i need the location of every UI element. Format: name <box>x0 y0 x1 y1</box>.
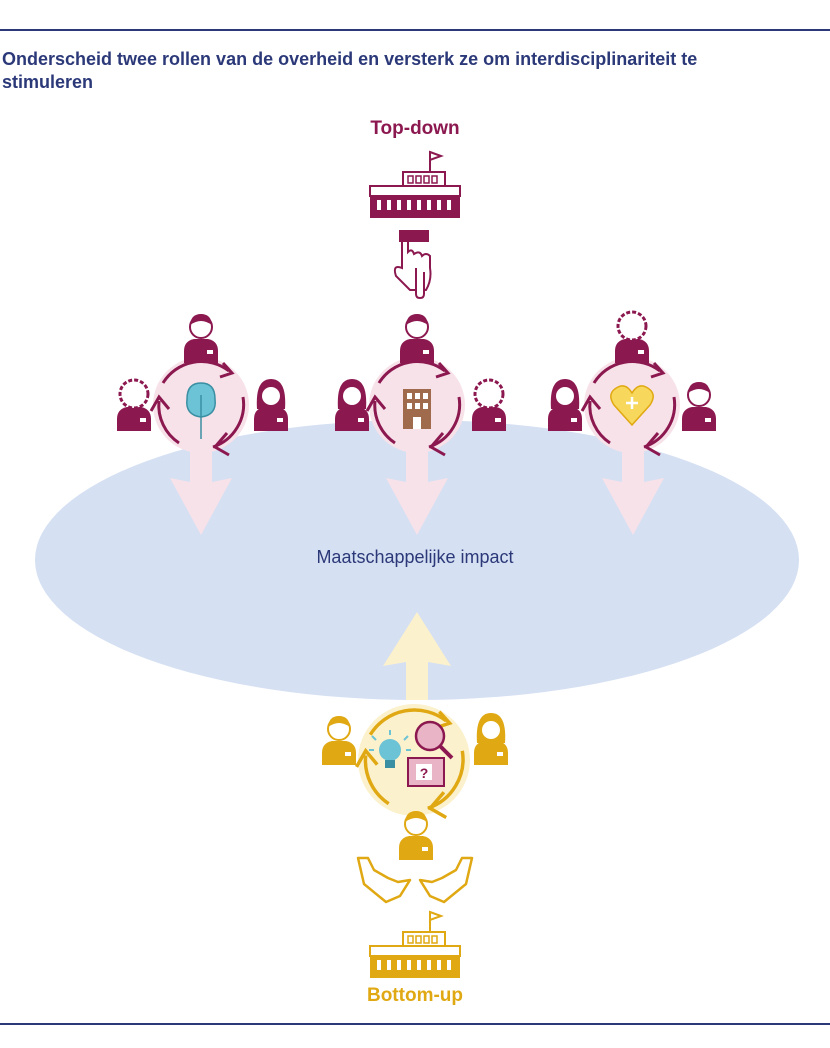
down-arrow-middle <box>386 440 448 535</box>
page-title: Onderscheid twee rollen van de overheid … <box>2 49 698 92</box>
bottom-building-icon <box>369 911 461 979</box>
cluster-organisation <box>335 313 508 457</box>
cluster-environment <box>115 313 288 457</box>
top-down-label: Top-down <box>370 118 460 139</box>
impact-ellipse <box>35 420 799 700</box>
magnifier-icon <box>414 720 454 760</box>
top-building-icon <box>369 151 461 219</box>
tree-icon <box>186 382 216 439</box>
person-icon <box>548 379 582 431</box>
heart-icon <box>610 385 654 427</box>
person-icon <box>115 378 153 433</box>
person-icon <box>474 713 508 765</box>
person-icon <box>613 310 651 365</box>
person-icon <box>321 715 357 766</box>
person-icon <box>681 381 717 432</box>
person-icon <box>399 313 435 364</box>
down-arrow-right <box>602 440 664 535</box>
office-building-icon <box>403 389 431 429</box>
person-icon <box>183 313 219 364</box>
pointing-hand-icon <box>393 230 432 300</box>
person-icon <box>398 810 434 861</box>
person-icon <box>470 378 508 433</box>
svg-text:?: ? <box>420 765 429 781</box>
person-icon <box>335 379 369 431</box>
open-hands-icon <box>356 856 474 904</box>
bottom-up-label: Bottom-up <box>366 985 464 1006</box>
top-rule <box>0 29 830 31</box>
person-icon <box>254 379 288 431</box>
question-screen-icon: ? <box>407 757 445 787</box>
cluster-innovation: ? <box>321 704 508 861</box>
bottom-rule <box>0 1023 830 1025</box>
impact-label: Maatschappelijke impact <box>316 547 514 567</box>
cluster-health <box>548 310 717 457</box>
down-arrow-left <box>170 440 232 535</box>
lightbulb-icon <box>369 730 411 768</box>
down-arrows <box>170 440 664 535</box>
up-arrow <box>383 612 451 700</box>
